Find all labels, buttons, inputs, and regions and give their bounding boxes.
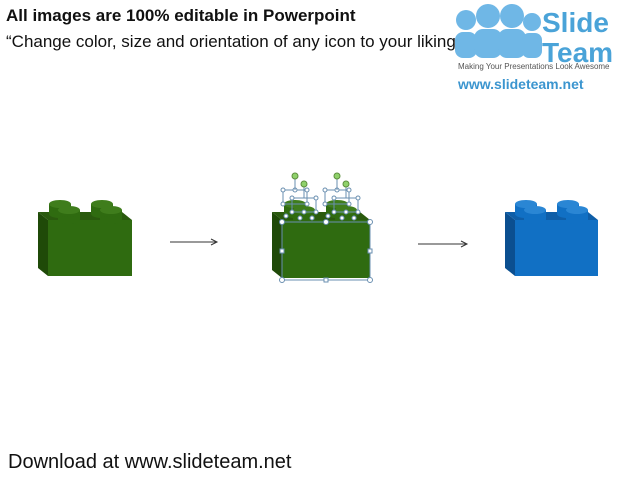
arrow-right-icon — [418, 240, 469, 248]
green-brick-icon[interactable] — [38, 200, 132, 276]
logo-url[interactable]: www.slideteam.net — [458, 76, 584, 92]
arrow-right-icon — [170, 238, 219, 246]
blue-brick-icon[interactable] — [505, 200, 598, 276]
subheadline: “Change color, size and orientation of a… — [6, 32, 462, 51]
people-logo-icon — [455, 4, 542, 58]
selection-handles — [279, 178, 373, 283]
logo-tagline: Making Your Presentations Look Awesome — [458, 62, 610, 71]
selected-green-brick-icon[interactable] — [272, 172, 373, 283]
brick-side — [38, 212, 48, 276]
slideteam-logo[interactable]: Slide Team Making Your Presentations Loo… — [452, 4, 634, 100]
logo-word-team: Team — [542, 37, 614, 68]
rotate-handles — [291, 172, 350, 188]
download-link[interactable]: Download at www.slideteam.net — [8, 451, 292, 473]
brick-studs — [49, 200, 122, 224]
headline: All images are 100% editable in Powerpoi… — [6, 6, 356, 25]
logo-word-slide: Slide — [542, 7, 609, 38]
brick-front — [48, 220, 132, 276]
brick-studs — [515, 200, 588, 224]
